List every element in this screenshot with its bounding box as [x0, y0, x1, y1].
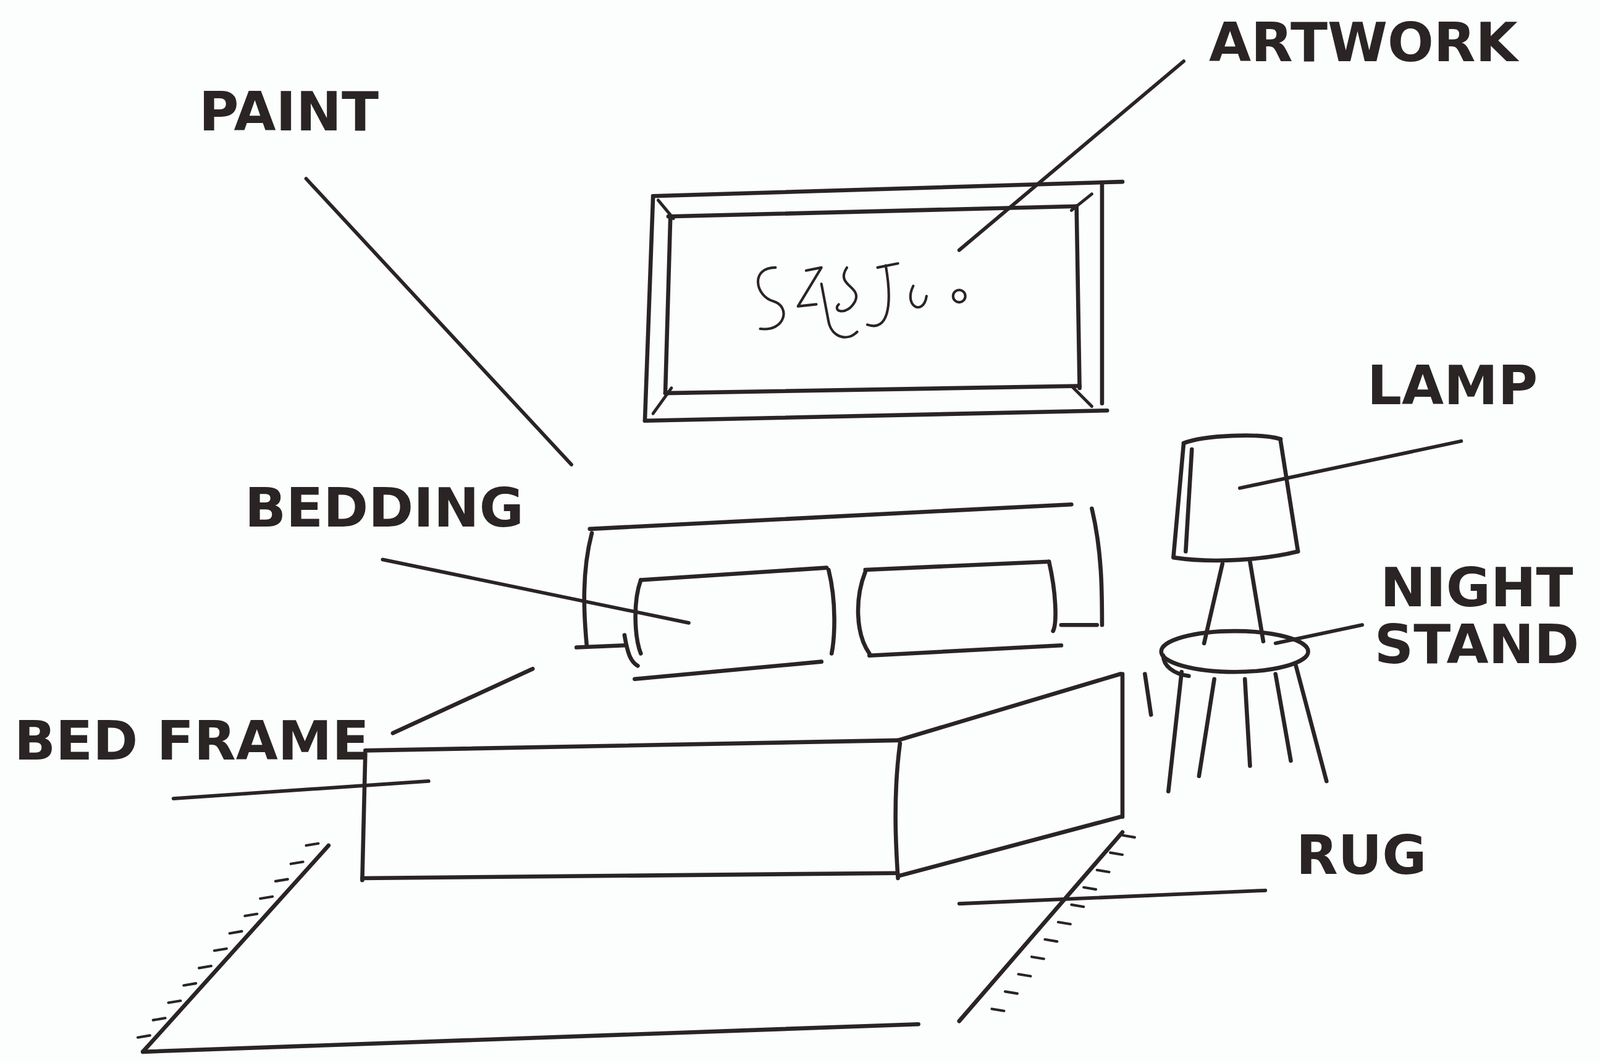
lamp: [1173, 435, 1299, 644]
nightstand-label: NIGHT STAND: [1369, 559, 1584, 674]
artwork-frame: [644, 181, 1123, 421]
bed-frame: [362, 668, 1151, 880]
lamp-label: LAMP: [1367, 357, 1538, 414]
artwork-label: ARTWORK: [1208, 14, 1518, 72]
bedding-label: BEDDING: [244, 479, 524, 537]
rug-label: RUG: [1296, 826, 1427, 884]
pillows: [624, 561, 1062, 679]
headboard: [576, 504, 1103, 647]
nightstand: [1161, 630, 1327, 791]
rug-fringe: [137, 835, 1135, 1038]
artwork-squiggles: [757, 263, 966, 337]
paint-label: PAINT: [198, 83, 379, 141]
rug: [142, 832, 1123, 1052]
leader-lines: [173, 61, 1462, 904]
bed-frame-label: BED FRAME: [14, 712, 370, 770]
